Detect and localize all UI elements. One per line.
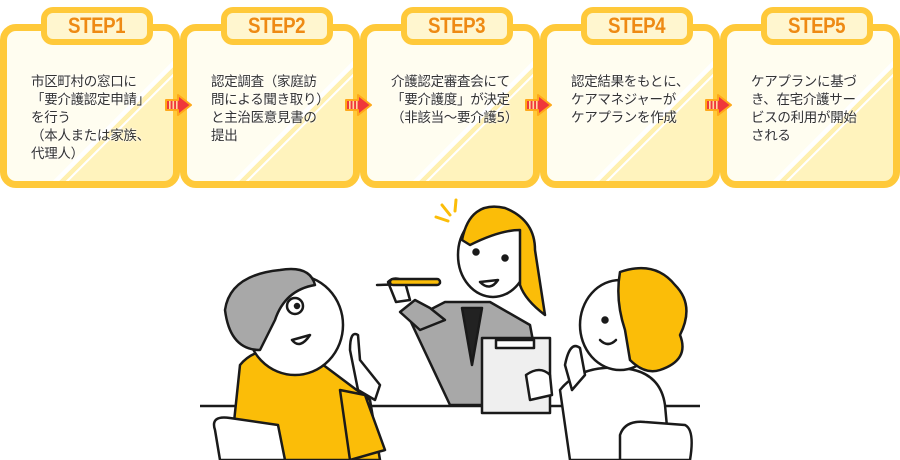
arrow-right-icon (705, 94, 732, 116)
step-description: 認定調査（家庭訪 問による聞き取り） と主治医意見書の 提出 (211, 74, 330, 144)
step-tab-4: STEP4 (581, 7, 693, 45)
step-label: STEP4 (608, 13, 666, 38)
arrow-right-icon (165, 94, 192, 116)
step-card-1: STEP1 市区町村の窓口に 「要介護認定申請」 を行う （本人または家族、 代… (0, 7, 180, 188)
step-card-4: STEP4 認定結果をもとに、 ケアマネジャーが ケアプランを作成 (540, 7, 720, 188)
step-label: STEP5 (788, 13, 846, 38)
step-tab-2: STEP2 (221, 7, 333, 45)
step-card-3: STEP3 介護認定審査会にて 「要介護度」が決定 （非該当〜要介護5） (360, 7, 540, 188)
step-card-5: STEP5 ケアプランに基づ き、在宅介護サー ビスの利用が開始 される (720, 7, 900, 188)
step-label: STEP2 (248, 13, 306, 38)
step-label: STEP3 (428, 13, 486, 38)
step-label: STEP1 (68, 13, 126, 38)
step-tab-1: STEP1 (41, 7, 153, 45)
consultation-illustration (200, 198, 700, 460)
step-tab-5: STEP5 (761, 7, 873, 45)
step-tab-3: STEP3 (401, 7, 513, 45)
step-description: ケアプランに基づ き、在宅介護サー ビスの利用が開始 される (751, 74, 857, 144)
step-description: 認定結果をもとに、 ケアマネジャーが ケアプランを作成 (571, 74, 690, 126)
arrow-right-icon (345, 94, 372, 116)
arrow-right-icon (525, 94, 552, 116)
step-card-2: STEP2 認定調査（家庭訪 問による聞き取り） と主治医意見書の 提出 (180, 7, 360, 188)
step-description: 介護認定審査会にて 「要介護度」が決定 （非該当〜要介護5） (391, 74, 519, 126)
step-description: 市区町村の窓口に 「要介護認定申請」 を行う （本人または家族、 代理人） (31, 74, 150, 162)
